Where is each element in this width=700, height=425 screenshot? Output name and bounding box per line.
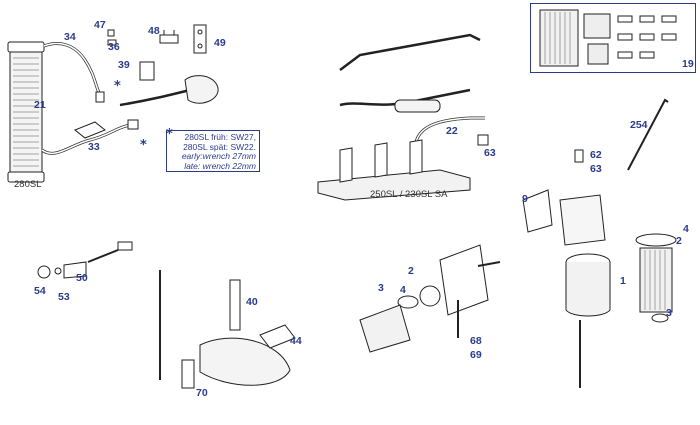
callout-44: 44 (290, 335, 302, 347)
callout-48: 48 (148, 25, 160, 37)
bracket-49 (193, 24, 207, 54)
oil-hose-sleeve (394, 99, 441, 113)
callout-19: 19 (682, 58, 694, 70)
callout-254: 254 (630, 119, 648, 131)
note-star-marker: * (166, 127, 173, 142)
note-line-1: 280SL früh: SW27, (184, 132, 256, 142)
grommet-36 (107, 39, 117, 46)
callout-22: 22 (446, 125, 458, 137)
seal-ring-2 (419, 285, 441, 307)
callout-54: 54 (34, 285, 46, 297)
callout-34: 34 (64, 31, 76, 43)
banjo-bolt-63 (477, 134, 489, 146)
callout-63-upper: 63 (484, 147, 496, 159)
filter-element (639, 247, 673, 313)
callout-69: 69 (470, 349, 482, 361)
callout-2-centre: 2 (408, 265, 414, 277)
note-line-2: 280SL spät: SW22. (183, 141, 256, 152)
gasket-44 (259, 324, 296, 349)
note-line-4: late: wrench 22mm (184, 160, 256, 171)
filter-canister (359, 304, 411, 353)
holder-39 (139, 61, 155, 81)
callout-36: 36 (108, 41, 120, 53)
valve-50 (63, 261, 87, 279)
callout-63-right: 63 (590, 163, 602, 175)
clip-47 (107, 29, 115, 37)
oil-line-254 (627, 98, 669, 171)
filter-bowl (565, 262, 611, 317)
callout-39: 39 (118, 59, 130, 71)
oil-pipe-long (339, 33, 481, 71)
callout-3-centre: 3 (378, 282, 384, 294)
callout-9: 9 (522, 193, 528, 205)
star-marker-lower: * (140, 138, 147, 153)
callout-68: 68 (470, 335, 482, 347)
callout-1: 1 (620, 275, 626, 287)
oil-cooler-radiator (7, 41, 45, 183)
callout-70: 70 (196, 387, 208, 399)
o-ring-2 (635, 233, 677, 247)
filter-cover (439, 244, 489, 316)
oil-hose-upper (43, 42, 102, 96)
engine-caption: 250SL / 230SL SA (370, 189, 448, 200)
filter-kit-inset (539, 9, 677, 67)
hose-clamp-bracket (74, 121, 106, 139)
wrench-size-note: 280SL früh: SW27, 280SL spät: SW22. earl… (166, 130, 260, 172)
hose-fitting (95, 91, 105, 103)
plug-54 (37, 265, 51, 279)
callout-50: 50 (76, 272, 88, 284)
drive-coupling-70 (181, 359, 195, 389)
callout-2-right: 2 (676, 235, 682, 247)
oil-pump-pickup (199, 337, 291, 386)
callout-4-right: 4 (683, 223, 689, 235)
callout-4-centre: 4 (400, 284, 406, 296)
note-line-3: early:wrench 27mm (181, 151, 256, 162)
gasket-9 (522, 189, 553, 233)
callout-53: 53 (58, 291, 70, 303)
star-marker-upper: * (114, 79, 121, 94)
bracket-48 (159, 30, 179, 44)
callout-47: 47 (94, 19, 106, 31)
oil-pump-housing (184, 75, 219, 104)
pump-shaft-40 (229, 279, 241, 331)
callout-62: 62 (590, 149, 602, 161)
plug-62 (574, 149, 584, 163)
callout-3-right: 3 (666, 307, 672, 319)
engine-block (317, 169, 471, 201)
callout-33: 33 (88, 141, 100, 153)
inset-frame (530, 3, 696, 73)
callout-49: 49 (214, 37, 226, 49)
callout-40: 40 (246, 296, 258, 308)
radiator-caption: 280SL (14, 179, 42, 190)
callout-21: 21 (34, 99, 46, 111)
filter-housing (559, 194, 606, 246)
